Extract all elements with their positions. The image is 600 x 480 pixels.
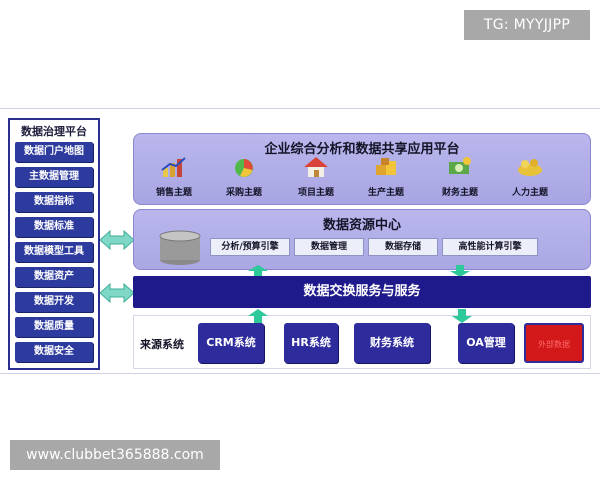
down-arrow-icon [452,309,472,323]
up-arrow-icon [248,265,268,277]
governance-title: 数据治理平台 [21,125,87,138]
people-icon [518,159,542,176]
topic-label: 财务主题 [441,188,478,198]
double-arrow-icon [100,230,134,250]
source-hr: HR系统 [284,323,338,363]
topic-label: 人力主题 [511,188,548,198]
watermark-telegram: TG: MYYJJPP [464,10,590,40]
governance-item: 数据指标 [15,192,93,212]
engine-box: 分析/预算引擎 [210,238,290,256]
topic-production: 生产主题 [356,156,416,204]
exchange-title: 数据交换服务与服务 [303,284,421,299]
watermark-website: www.clubbet365888.com [10,440,220,470]
resource-center-title: 数据资源中心 [322,218,401,233]
engine-box: 数据管理 [294,238,364,256]
double-arrow-icon [100,283,134,303]
topic-label: 采购主题 [225,188,262,198]
sales-chart-icon [161,157,186,177]
source-systems-label: 来源系统 [140,338,184,351]
data-exchange-bar: 数据交换服务与服务 [133,276,591,308]
engine-box: 数据存储 [368,238,438,256]
down-arrow-icon [450,265,470,277]
production-boxes-icon [376,158,396,175]
database-cylinder-icon [159,230,201,265]
source-external: 外部数据 [524,323,584,363]
governance-item: 数据标准 [15,217,93,237]
house-icon [304,157,328,177]
purchase-pie-icon [235,159,253,177]
governance-item: 数据开发 [15,292,93,312]
governance-platform: 数据治理平台 数据门户地图 主数据管理 数据指标 数据标准 数据模型工具 数据资… [8,118,100,370]
topic-label: 项目主题 [297,188,334,198]
governance-item: 数据资产 [15,267,93,287]
governance-item: 数据门户地图 [15,142,93,162]
topic-finance: 财务主题 [430,156,490,204]
source-finance: 财务系统 [354,323,430,363]
engine-box: 高性能计算引擎 [442,238,538,256]
finance-money-icon [449,157,471,174]
topic-sales: 销售主题 [144,156,204,204]
topic-label: 生产主题 [367,188,404,198]
governance-item: 数据质量 [15,317,93,337]
platform-title: 企业综合分析和数据共享应用平台 [264,142,460,157]
topic-purchase: 采购主题 [214,156,274,204]
data-resource-center-panel: 数据资源中心 分析/预算引擎 数据管理 数据存储 高性能计算引擎 [133,209,591,270]
governance-item: 主数据管理 [15,167,93,187]
up-arrow-icon [248,309,268,323]
source-crm: CRM系统 [198,323,264,363]
source-oa: OA管理 [458,323,514,363]
application-platform-panel: 企业综合分析和数据共享应用平台 销售主题 采购主题 项目主题 [133,133,591,205]
governance-item: 数据模型工具 [15,242,93,262]
topic-project: 项目主题 [286,156,346,204]
topic-hr: 人力主题 [500,156,560,204]
topic-label: 销售主题 [155,188,192,198]
governance-item: 数据安全 [15,342,93,362]
